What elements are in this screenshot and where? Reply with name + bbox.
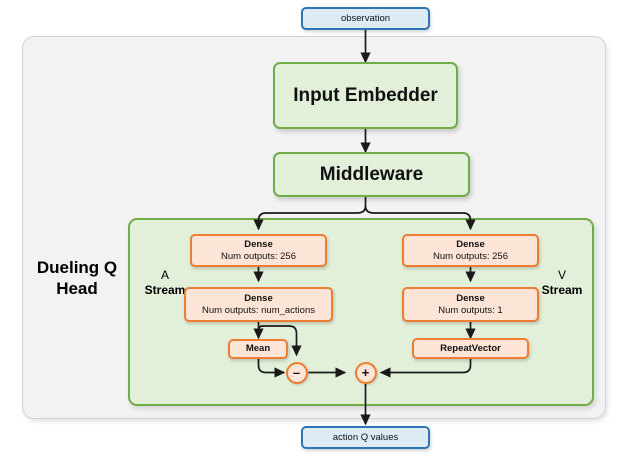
- middleware-label: Middleware: [319, 163, 424, 185]
- dueling-q-head-title: Dueling Q Head: [28, 258, 126, 299]
- subtract-operator-glyph: –: [292, 365, 301, 380]
- a-stream-dense-1-params: Num outputs: 256: [221, 250, 296, 262]
- a-stream-label-line1: A: [160, 268, 169, 282]
- v-stream-dense-1-params: Num outputs: 256: [433, 250, 508, 262]
- middleware-node: Middleware: [273, 152, 470, 197]
- v-stream-label-line1: V: [557, 268, 566, 282]
- v-stream-dense-2-name: Dense: [456, 292, 485, 304]
- observation-label: observation: [340, 12, 391, 24]
- a-stream-dense-1-name: Dense: [244, 238, 273, 250]
- a-stream-label-line2: Stream: [144, 282, 186, 297]
- a-stream-dense-1-node: Dense Num outputs: 256: [190, 234, 327, 267]
- mean-node: Mean: [228, 339, 288, 359]
- a-stream-dense-2-name: Dense: [244, 292, 273, 304]
- v-stream-label-line2: Stream: [541, 282, 583, 297]
- v-stream-dense-2-params: Num outputs: 1: [438, 304, 503, 316]
- observation-node: observation: [301, 7, 430, 30]
- v-stream-dense-1-node: Dense Num outputs: 256: [402, 234, 539, 267]
- input-embedder-node: Input Embedder: [273, 62, 458, 129]
- subtract-operator-node: –: [285, 361, 308, 384]
- a-stream-dense-2-params: Num outputs: num_actions: [201, 304, 315, 316]
- dueling-q-head-title-text: Dueling Q Head: [36, 258, 118, 298]
- add-operator-glyph: +: [361, 365, 370, 380]
- add-operator-node: +: [354, 361, 377, 384]
- v-stream-label: V Stream: [534, 268, 590, 297]
- v-stream-dense-1-name: Dense: [456, 238, 485, 250]
- action-q-values-label: action Q values: [332, 431, 399, 443]
- action-q-values-node: action Q values: [301, 426, 430, 449]
- mean-label: Mean: [245, 343, 271, 355]
- input-embedder-label: Input Embedder: [293, 84, 438, 106]
- repeat-vector-label: RepeatVector: [440, 342, 501, 354]
- repeat-vector-node: RepeatVector: [412, 338, 529, 359]
- a-stream-dense-2-node: Dense Num outputs: num_actions: [184, 287, 333, 322]
- a-stream-label: A Stream: [137, 268, 193, 297]
- v-stream-dense-2-node: Dense Num outputs: 1: [402, 287, 539, 322]
